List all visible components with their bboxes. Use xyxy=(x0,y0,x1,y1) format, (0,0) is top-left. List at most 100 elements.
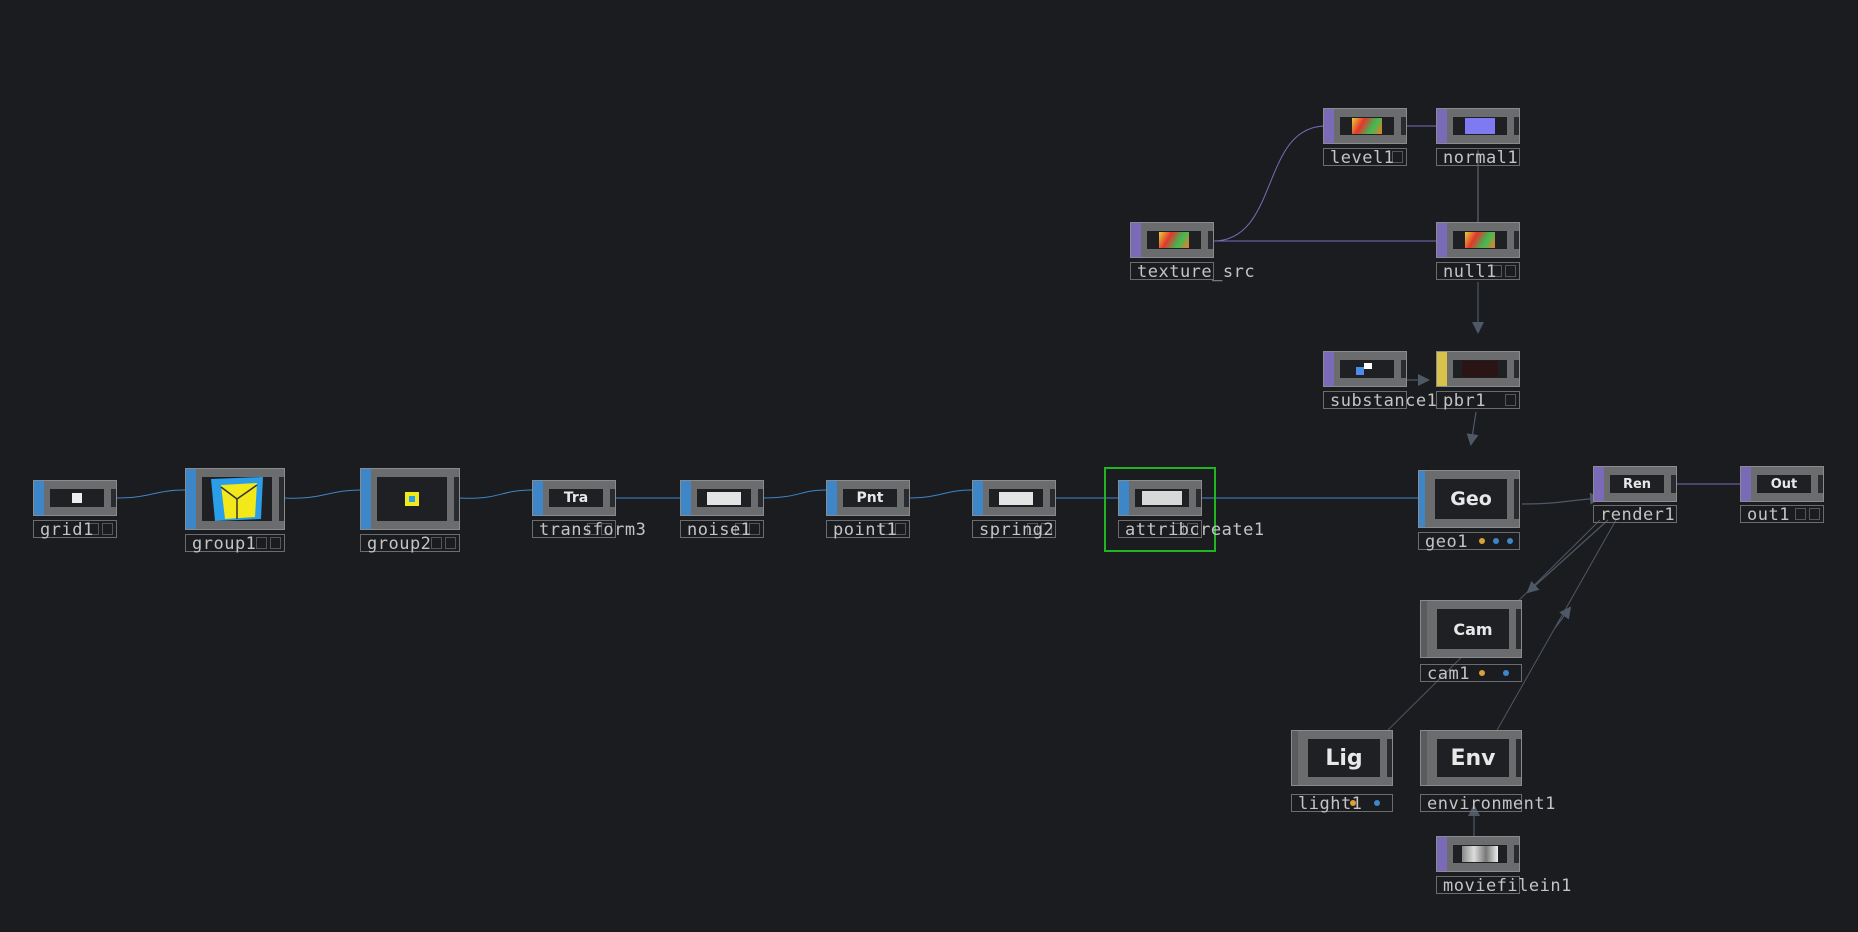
out1-flag-b[interactable] xyxy=(1809,508,1820,520)
environment1-node[interactable]: Env xyxy=(1420,730,1522,786)
group1-flag-b[interactable] xyxy=(270,537,281,549)
light1-viewer-dot[interactable] xyxy=(1374,800,1380,806)
geo1-outlet[interactable] xyxy=(1514,479,1519,519)
substance1-outlet[interactable] xyxy=(1401,360,1406,378)
out1-outlet[interactable] xyxy=(1818,475,1823,493)
texture_src-outlet[interactable] xyxy=(1208,231,1213,249)
render1-label[interactable]: render1 xyxy=(1600,505,1676,525)
cam1-label[interactable]: cam1 xyxy=(1427,664,1470,684)
attribcreate1-node[interactable] xyxy=(1118,480,1202,516)
light1-node[interactable]: Lig xyxy=(1291,730,1393,786)
attribcreate1-outlet[interactable] xyxy=(1196,489,1201,507)
noise1-label[interactable]: noise1 xyxy=(687,520,752,540)
group2-node[interactable] xyxy=(360,468,460,530)
level1-label[interactable]: level1 xyxy=(1330,148,1395,168)
spring2-label[interactable]: spring2 xyxy=(979,520,1055,540)
level1-flag[interactable] xyxy=(1392,151,1403,163)
point1-node[interactable]: Pnt xyxy=(826,480,910,516)
group2-outlet[interactable] xyxy=(454,477,459,521)
grid1-inlet[interactable] xyxy=(34,481,44,515)
light1-outlet[interactable] xyxy=(1387,739,1392,777)
noise1-outlet[interactable] xyxy=(758,489,763,507)
level1-inlet[interactable] xyxy=(1324,109,1334,143)
point1-outlet[interactable] xyxy=(904,489,909,507)
attribcreate1-flag-b[interactable] xyxy=(1187,523,1198,535)
transform3-outlet[interactable] xyxy=(610,489,615,507)
geo1-node[interactable]: Geo xyxy=(1418,470,1520,528)
grid1-flag-a[interactable] xyxy=(88,523,99,535)
null1-label[interactable]: null1 xyxy=(1443,262,1497,282)
grid1-flag-b[interactable] xyxy=(102,523,113,535)
texture_src-inlet[interactable] xyxy=(1131,223,1141,257)
spring2-flag-a[interactable] xyxy=(1027,523,1038,535)
geo1-display-dot[interactable] xyxy=(1493,538,1499,544)
pbr1-node[interactable] xyxy=(1436,351,1520,387)
normal1-node[interactable] xyxy=(1436,108,1520,144)
group1-label[interactable]: group1 xyxy=(192,534,257,554)
light1-label[interactable]: light1 xyxy=(1298,794,1363,814)
moviefilein1-node[interactable] xyxy=(1436,836,1520,872)
null1-flag-a[interactable] xyxy=(1491,265,1502,277)
normal1-inlet[interactable] xyxy=(1437,109,1447,143)
null1-node[interactable] xyxy=(1436,222,1520,258)
out1-flag-a[interactable] xyxy=(1795,508,1806,520)
noise1-flag-a[interactable] xyxy=(735,523,746,535)
environment1-inlet[interactable] xyxy=(1421,731,1427,785)
null1-flag-b[interactable] xyxy=(1505,265,1516,277)
noise1-node[interactable] xyxy=(680,480,764,516)
transform3-inlet[interactable] xyxy=(533,481,543,515)
environment1-outlet[interactable] xyxy=(1516,739,1521,777)
spring2-node[interactable] xyxy=(972,480,1056,516)
spring2-inlet[interactable] xyxy=(973,481,983,515)
cam1-node[interactable]: Cam xyxy=(1420,600,1522,658)
point1-flag-a[interactable] xyxy=(881,523,892,535)
moviefilein1-inlet[interactable] xyxy=(1437,837,1447,871)
out1-label[interactable]: out1 xyxy=(1747,505,1790,525)
texture_src-label[interactable]: texture_src xyxy=(1137,262,1256,282)
attribcreate1-flag-a[interactable] xyxy=(1173,523,1184,535)
transform3-label[interactable]: transform3 xyxy=(539,520,647,540)
substance1-node[interactable] xyxy=(1323,351,1407,387)
group2-inlet[interactable] xyxy=(361,469,371,529)
group1-outlet[interactable] xyxy=(279,477,284,521)
null1-inlet[interactable] xyxy=(1437,223,1447,257)
level1-node[interactable] xyxy=(1323,108,1407,144)
noise1-inlet[interactable] xyxy=(681,481,691,515)
point1-inlet[interactable] xyxy=(827,481,837,515)
level1-outlet[interactable] xyxy=(1401,117,1406,135)
texture_src-node[interactable] xyxy=(1130,222,1214,258)
cam1-render-dot[interactable] xyxy=(1479,670,1485,676)
transform3-node[interactable]: Tra xyxy=(532,480,616,516)
pbr1-inlet[interactable] xyxy=(1437,352,1447,386)
noise1-flag-b[interactable] xyxy=(749,523,760,535)
group2-flag-b[interactable] xyxy=(445,537,456,549)
group2-flag-a[interactable] xyxy=(431,537,442,549)
substance1-inlet[interactable] xyxy=(1324,352,1334,386)
pbr1-label[interactable]: pbr1 xyxy=(1443,391,1486,411)
substance1-label[interactable]: substance1 xyxy=(1330,391,1438,411)
spring2-flag-b[interactable] xyxy=(1041,523,1052,535)
render1-inlet[interactable] xyxy=(1594,467,1604,501)
render1-node[interactable]: Ren xyxy=(1593,466,1677,502)
moviefilein1-label[interactable]: moviefilein1 xyxy=(1443,876,1572,896)
light1-render-dot[interactable] xyxy=(1350,800,1356,806)
grid1-node[interactable] xyxy=(33,480,117,516)
attribcreate1-label[interactable]: attribcreate1 xyxy=(1125,520,1265,540)
normal1-outlet[interactable] xyxy=(1514,117,1519,135)
geo1-inlet[interactable] xyxy=(1419,471,1425,527)
pbr1-outlet[interactable] xyxy=(1514,360,1519,378)
attribcreate1-inlet[interactable] xyxy=(1119,481,1129,515)
group1-inlet[interactable] xyxy=(186,469,196,529)
out1-node[interactable]: Out xyxy=(1740,466,1824,502)
normal1-label[interactable]: normal1 xyxy=(1443,148,1519,168)
light1-inlet[interactable] xyxy=(1292,731,1298,785)
pbr1-flag[interactable] xyxy=(1505,394,1516,406)
cam1-inlet[interactable] xyxy=(1421,601,1427,657)
point1-flag-b[interactable] xyxy=(895,523,906,535)
moviefilein1-outlet[interactable] xyxy=(1514,845,1519,863)
point1-label[interactable]: point1 xyxy=(833,520,898,540)
out1-inlet[interactable] xyxy=(1741,467,1751,501)
transform3-flag-b[interactable] xyxy=(601,523,612,535)
transform3-flag-a[interactable] xyxy=(587,523,598,535)
geo1-render-dot[interactable] xyxy=(1479,538,1485,544)
